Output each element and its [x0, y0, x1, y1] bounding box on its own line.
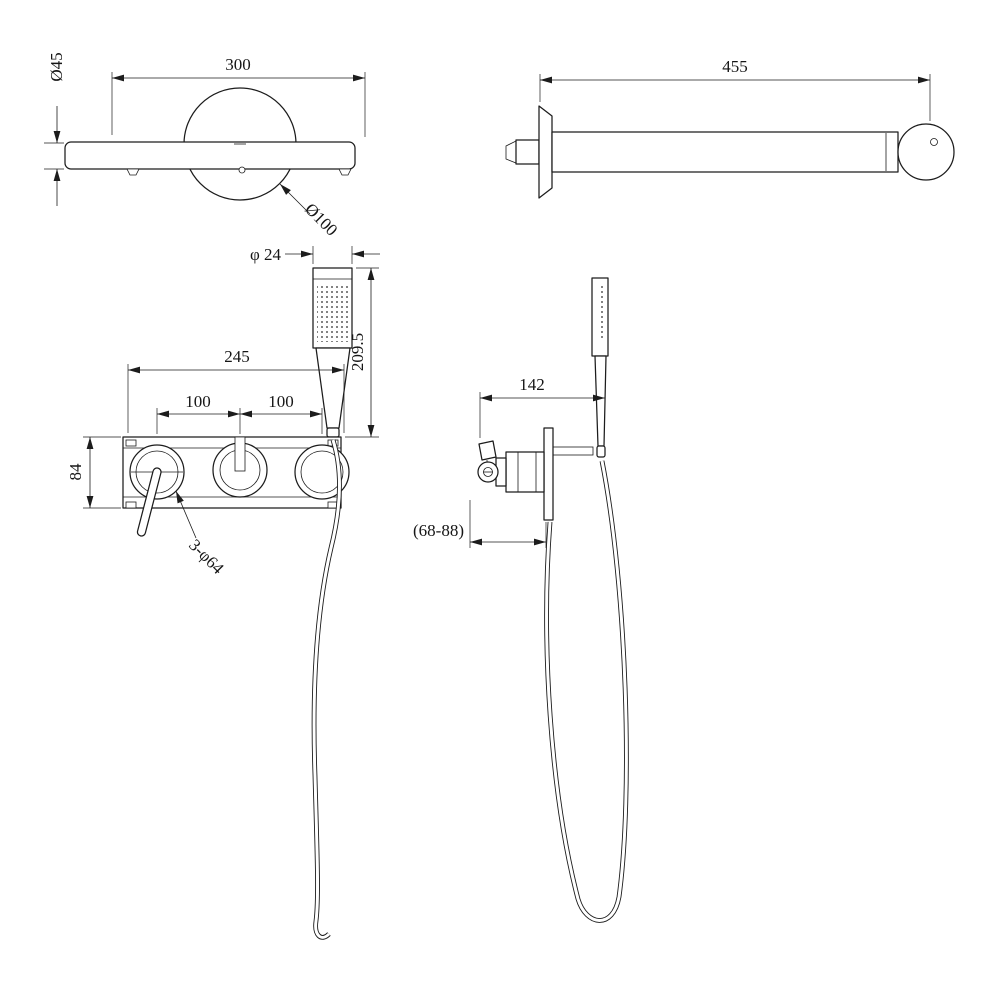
plate-tab [125, 501, 137, 509]
dim-label-3-phi64: 3-φ64 [185, 535, 228, 578]
aerator-right [338, 168, 352, 176]
dim-label-100-left: 100 [185, 392, 211, 411]
dim-label-84: 84 [66, 463, 85, 481]
handshower-handle [315, 347, 351, 429]
holder-arm [552, 446, 594, 456]
valve-side-view [477, 277, 609, 521]
handshower-side-handle [594, 355, 607, 447]
dim-label-d100: Ø100 [301, 199, 341, 239]
spout-side-view: 455 [505, 57, 955, 199]
dim-label-142: 142 [519, 375, 545, 394]
spout-tube [551, 131, 899, 173]
valve-front-view [122, 436, 350, 537]
plate-tab [125, 439, 137, 447]
dimension-spout-length: 300 [111, 55, 366, 137]
dim-label-300: 300 [225, 55, 251, 74]
valve-side-dimensions: 142 (68-88) [413, 375, 605, 548]
dimension-escutcheon-diameter: Ø100 [279, 183, 341, 240]
dim-label-phi24: φ 24 [250, 245, 282, 264]
wall-flange [538, 105, 553, 199]
handle-nub-side [596, 445, 606, 458]
outlet-detail [238, 166, 246, 174]
dimension-head-diameter: φ 24 [250, 245, 380, 264]
dim-label-209-5: 209.5 [348, 333, 367, 371]
aerator-left [126, 168, 140, 176]
dim-label-100-right: 100 [268, 392, 294, 411]
spout-front-view: 300 Ø45 Ø100 [44, 52, 366, 240]
spout-body [64, 141, 356, 170]
dim-label-245: 245 [224, 347, 250, 366]
dimension-spout-diameter: Ø45 [44, 52, 66, 206]
dimension-spout-side-length: 455 [539, 57, 931, 121]
spray-face [317, 284, 348, 342]
plate-side [543, 427, 554, 521]
handle-nub [326, 427, 340, 438]
end-knob [897, 123, 955, 181]
dimension-handshower-length: 209.5 [345, 267, 379, 438]
spray-face-side [600, 284, 606, 340]
valve-body [505, 451, 545, 493]
handle-paddle [478, 440, 497, 461]
inlet-connector [515, 139, 540, 165]
dim-label-68-88: (68-88) [413, 521, 464, 540]
shower-hoses [311, 439, 629, 940]
mixer-lever [136, 467, 162, 537]
dim-label-455: 455 [722, 57, 748, 76]
diverter-stem [234, 436, 246, 472]
dim-label-d45: Ø45 [47, 52, 66, 81]
end-knob-detail [930, 138, 938, 146]
inlet-tip [505, 140, 517, 164]
